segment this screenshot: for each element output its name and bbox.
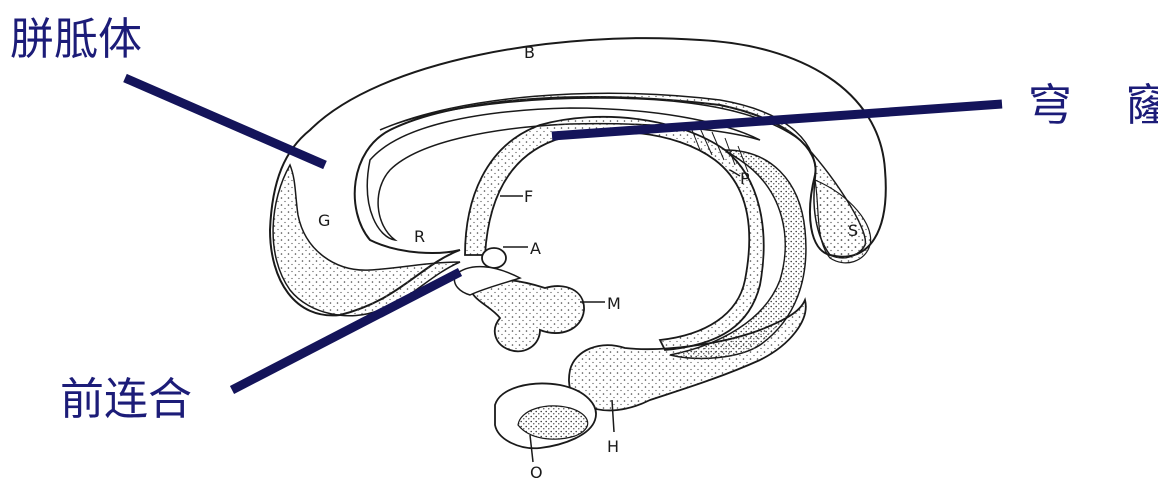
- pointer-corpus-callosum: [125, 78, 325, 165]
- mammillary-complex: [470, 279, 584, 351]
- letter-f: F: [524, 187, 533, 206]
- anterior-commissure-oval: [482, 248, 506, 268]
- label-corpus-callosum: 胼胝体: [10, 18, 142, 62]
- letter-h: H: [607, 437, 619, 456]
- letter-o: O: [530, 463, 543, 479]
- letter-a: A: [530, 239, 541, 258]
- letter-m: M: [607, 294, 621, 313]
- label-fornix: 穹 窿: [1028, 84, 1158, 128]
- letter-r: R: [414, 227, 425, 246]
- label-anterior-commissure: 前连合: [60, 378, 192, 422]
- letter-g: G: [318, 211, 330, 230]
- letter-p: P: [740, 169, 750, 188]
- uncus-inner-stipple: [518, 406, 588, 439]
- letter-b: B: [524, 43, 535, 62]
- letter-s: S: [848, 221, 858, 240]
